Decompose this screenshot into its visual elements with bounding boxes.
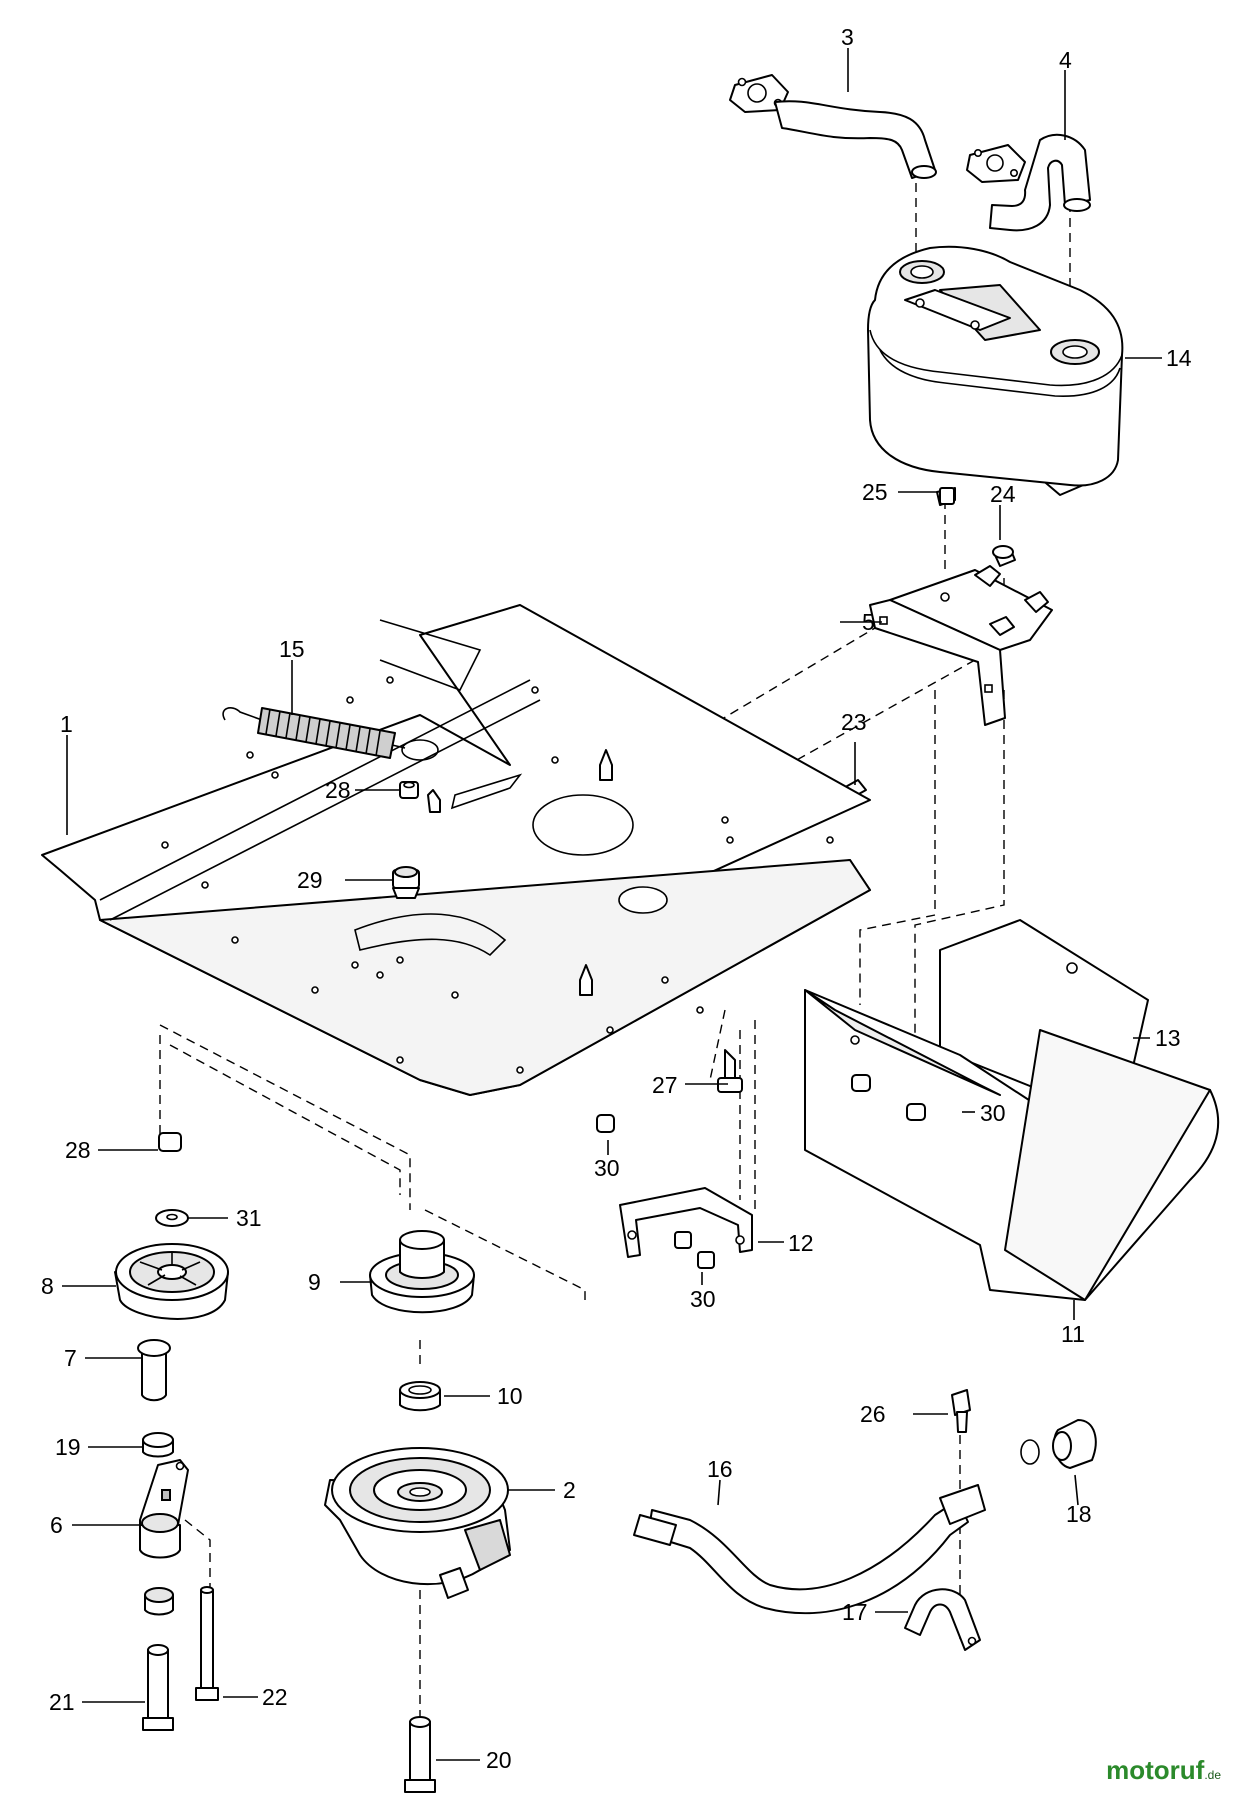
callout-8: 8: [41, 1273, 54, 1299]
callout-30-guard: 30: [980, 1100, 1006, 1126]
callout-1: 1: [60, 711, 73, 737]
mounting-plate-holes: [161, 676, 834, 1074]
callout-28-top: 28: [325, 777, 351, 803]
callout-13: 13: [1155, 1025, 1181, 1051]
bushing-7: [137, 1339, 171, 1402]
callout-9: 9: [308, 1269, 321, 1295]
clamp-17: [904, 1588, 981, 1651]
exhaust-pipe-right: [966, 133, 1091, 232]
nut-29: [392, 866, 420, 899]
callout-22: 22: [262, 1684, 288, 1710]
nut-25: [936, 487, 956, 506]
callout-11: 11: [1061, 1321, 1085, 1347]
guard-cover-11: [804, 989, 1220, 1301]
bolt-24: [992, 545, 1016, 567]
callout-12: 12: [788, 1230, 814, 1256]
spacer-10: [399, 1381, 441, 1412]
idler-arm-6: [139, 1459, 189, 1559]
bolt-20: [404, 1716, 436, 1793]
callout-7: 7: [64, 1345, 77, 1371]
tension-spring: [222, 707, 439, 761]
washer-31: [155, 1209, 189, 1227]
watermark-tld: .de: [1204, 1768, 1221, 1782]
callout-20: 20: [486, 1747, 512, 1773]
bolt-27: [717, 1049, 743, 1093]
callout-10: 10: [497, 1383, 523, 1409]
bolt-21: [142, 1644, 174, 1731]
callout-3: 3: [841, 24, 854, 50]
callout-30-plate: 30: [594, 1155, 620, 1181]
callout-labels: 3 4 14 25 24 5 15 1 23 28 29 13 27 30 28…: [41, 24, 1192, 1773]
callout-5: 5: [862, 609, 875, 635]
leader-lines: [62, 48, 1162, 1761]
callout-19: 19: [55, 1434, 81, 1460]
callout-21: 21: [49, 1689, 75, 1715]
nut-30-plate: [596, 1114, 615, 1133]
bushing-lower: [144, 1587, 174, 1616]
nut-28-top: [399, 781, 419, 799]
callout-26: 26: [860, 1401, 886, 1427]
callout-27: 27: [652, 1072, 678, 1098]
callout-16: 16: [707, 1456, 733, 1482]
callout-2: 2: [563, 1477, 576, 1503]
callout-23: 23: [841, 709, 867, 735]
exhaust-pipe-left: [729, 74, 937, 179]
hose-16: [633, 1484, 986, 1615]
callout-25: 25: [862, 479, 888, 505]
fitting-18: [1020, 1419, 1097, 1469]
callout-18: 18: [1066, 1501, 1092, 1527]
callout-31: 31: [236, 1205, 262, 1231]
callout-4: 4: [1059, 47, 1072, 73]
mounting-plate: [41, 604, 871, 1096]
callout-15: 15: [279, 636, 305, 662]
muffler-bracket: [869, 565, 1053, 726]
callout-24: 24: [990, 481, 1016, 507]
callout-28-lower: 28: [65, 1137, 91, 1163]
callout-14: 14: [1166, 345, 1192, 371]
callout-17: 17: [842, 1599, 868, 1625]
nut-28-lower: [158, 1132, 182, 1152]
bolt-26: [951, 1389, 971, 1433]
callout-6: 6: [50, 1512, 63, 1538]
idler-pulley-8: [114, 1243, 229, 1320]
callout-30-bracket: 30: [690, 1286, 716, 1312]
electric-clutch-2: [324, 1447, 511, 1599]
clutch-pulley-9: [369, 1230, 475, 1314]
watermark-logo: motoruf.de: [1106, 1755, 1221, 1786]
watermark-name: motoruf: [1106, 1755, 1205, 1785]
spacer-19: [142, 1432, 174, 1458]
nut-30-guard: [851, 1074, 926, 1121]
muffler: [867, 245, 1124, 496]
bracket-12: [619, 1187, 753, 1269]
callout-29: 29: [297, 867, 323, 893]
bolt-22: [195, 1586, 219, 1701]
